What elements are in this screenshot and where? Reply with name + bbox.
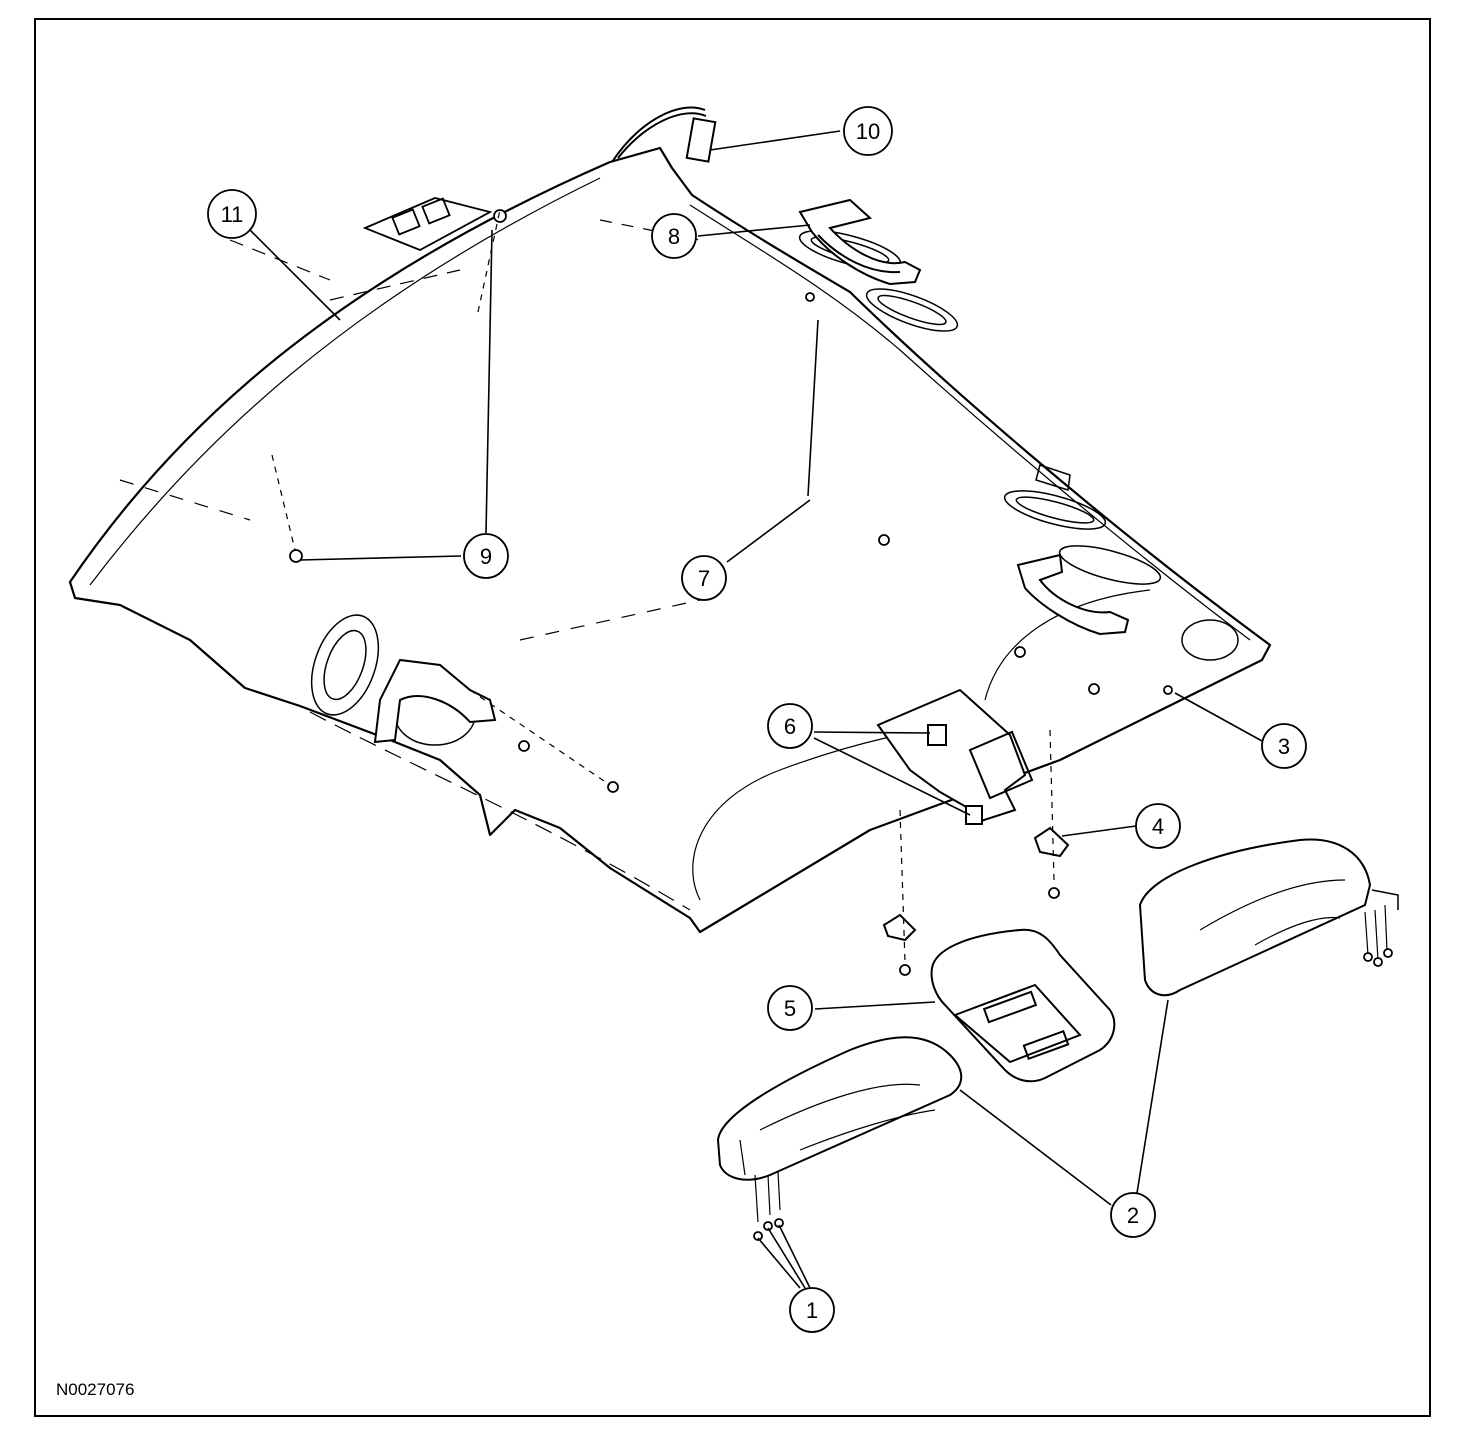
alignment-lines [271, 209, 1055, 963]
callout-3-label: 3 [1278, 734, 1290, 759]
callout-4: 4 [1135, 803, 1181, 849]
callout-7-label: 7 [698, 566, 710, 591]
callout-11-label: 11 [221, 202, 244, 227]
callout-9: 9 [463, 533, 509, 579]
wire-harness-connector [611, 106, 717, 163]
callout-2: 2 [1110, 1192, 1156, 1238]
callout-8-label: 8 [668, 224, 680, 249]
rear-console-recess [362, 197, 493, 251]
callout-5-label: 5 [784, 996, 796, 1021]
callout-7: 7 [681, 555, 727, 601]
overhead-console [930, 928, 1116, 1083]
left-grab-handle [373, 658, 497, 744]
headliner-panel [68, 146, 1272, 934]
visor-clips [882, 826, 1070, 942]
callout-6: 6 [767, 703, 813, 749]
callout-8: 8 [651, 213, 697, 259]
callout-10-label: 10 [856, 119, 880, 144]
callout-10: 10 [843, 106, 893, 156]
right-sun-visor [1138, 838, 1399, 997]
screws [289, 209, 1393, 1241]
callout-2-label: 2 [1127, 1203, 1139, 1228]
callout-6-label: 6 [784, 714, 796, 739]
figure-id-label: N0027076 [56, 1380, 135, 1399]
callout-1: 1 [789, 1287, 835, 1333]
rear-grab-handle [1016, 553, 1130, 636]
leader-lines [249, 130, 1263, 1289]
callout-1-label: 1 [806, 1298, 818, 1323]
callout-11: 11 [207, 189, 257, 239]
callout-9-label: 9 [480, 544, 492, 569]
front-grab-handle [798, 198, 922, 286]
figure-frame [34, 18, 1431, 1417]
callout-3: 3 [1261, 723, 1307, 769]
callout-5: 5 [767, 985, 813, 1031]
console-bracket [876, 688, 1034, 825]
callout-4-label: 4 [1152, 814, 1164, 839]
left-sun-visor [716, 1036, 963, 1223]
